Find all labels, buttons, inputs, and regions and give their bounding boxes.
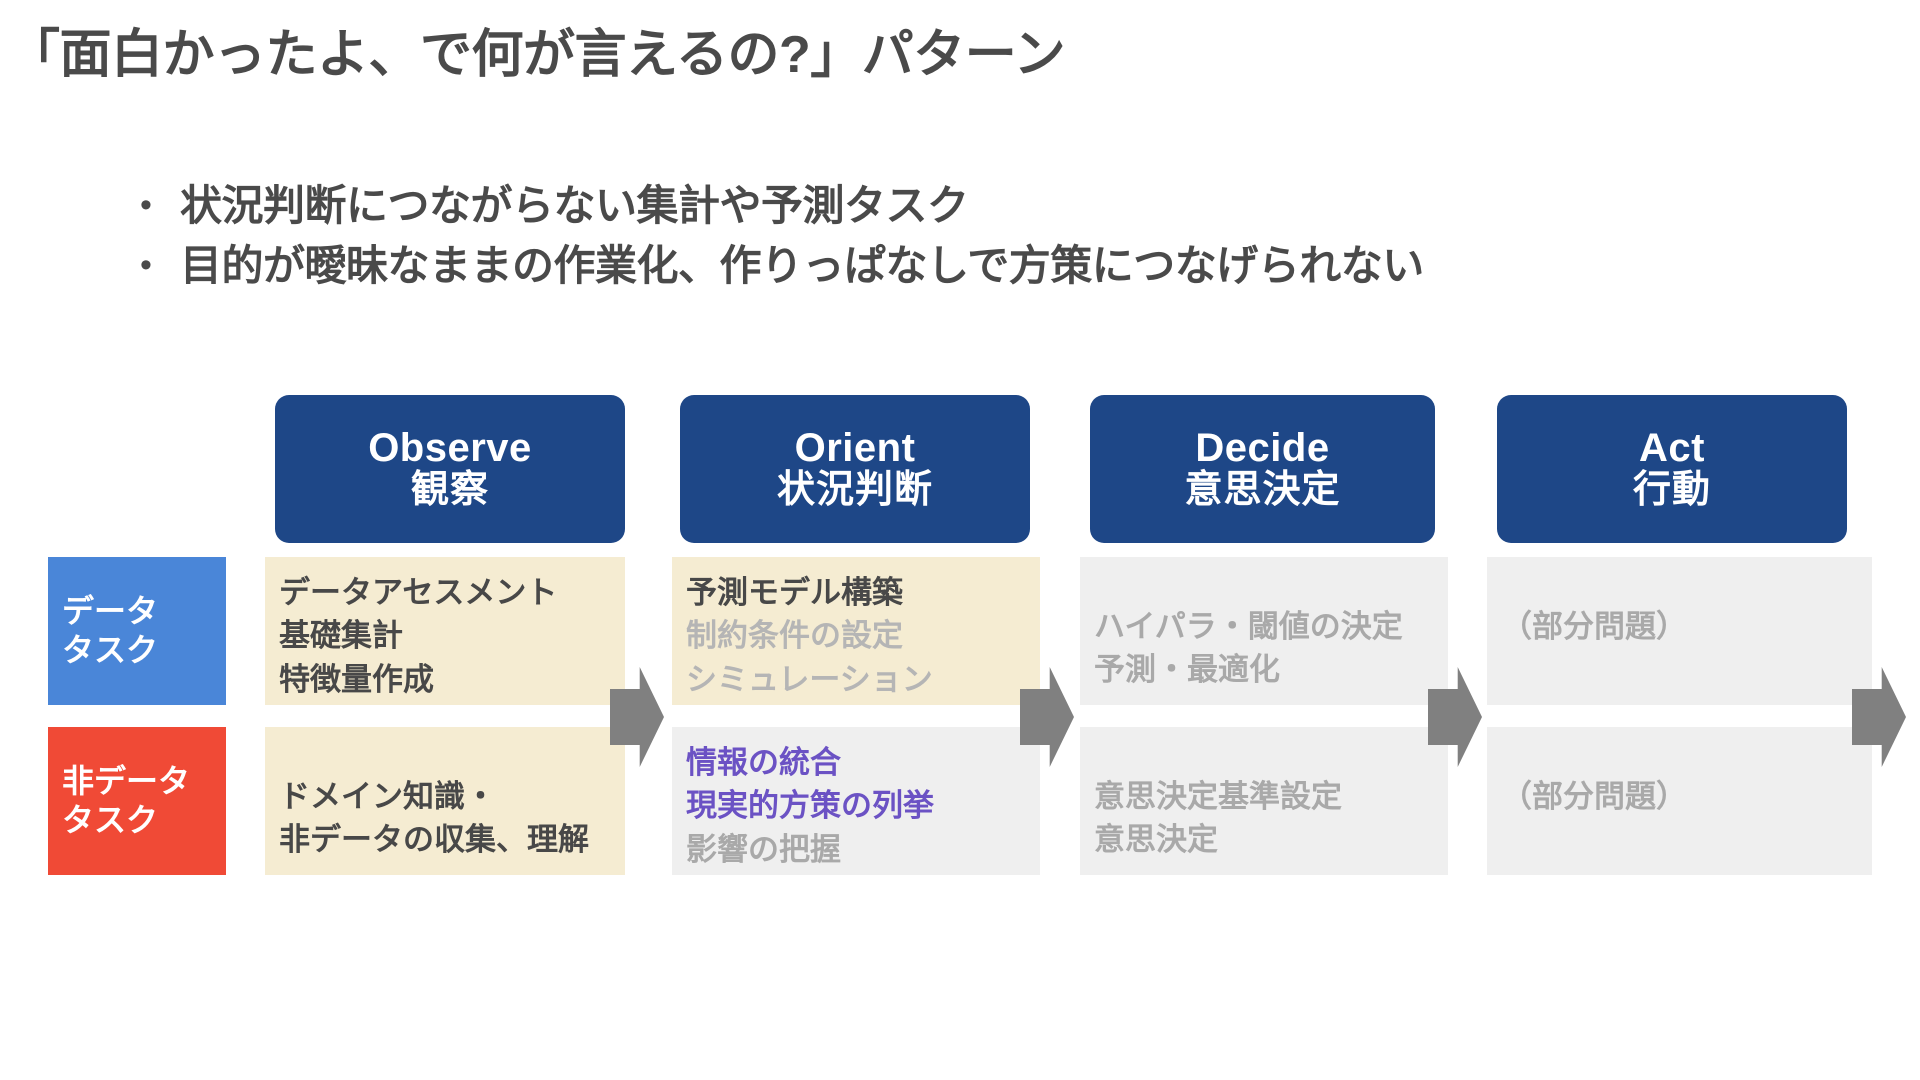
cell-data-orient: 予測モデル構築 制約条件の設定 シミュレーション — [672, 557, 1040, 705]
stage-header-orient: Orient 状況判断 — [680, 395, 1030, 543]
cell-data-observe: データアセスメント 基礎集計 特徴量作成 — [265, 557, 625, 705]
cell-line: ドメイン知識・ — [279, 779, 496, 814]
cell-line: 情報の統合 — [686, 745, 841, 780]
cell-line: （部分問題） — [1501, 779, 1687, 814]
cell-non-data-orient: 情報の統合 現実的方策の列挙 影響の把握 — [672, 727, 1040, 875]
bullet-marker-icon: • — [140, 246, 152, 284]
stage-label-ja: 状況判断 — [776, 469, 933, 512]
cell-line: 基礎集計 — [279, 618, 403, 654]
cell-data-decide: ハイパラ・閾値の決定 予測・最適化 — [1080, 557, 1448, 705]
ooda-header-row: Observe 観察 Orient 状況判断 Decide 意思決定 Act 行… — [0, 395, 1920, 543]
row-label-line2: タスク — [62, 632, 159, 668]
bullet-list: • 状況判断につながらない集計や予測タスク • 目的が曖昧なままの作業化、作りっ… — [140, 180, 1424, 300]
list-item: • 目的が曖昧なままの作業化、作りっぱなしで方策につなげられない — [140, 240, 1424, 292]
cell-non-data-decide: 意思決定基準設定 意思決定 — [1080, 727, 1448, 875]
stage-header-observe: Observe 観察 — [275, 395, 625, 543]
list-item: • 状況判断につながらない集計や予測タスク — [140, 180, 1424, 232]
bullet-text: 目的が曖昧なままの作業化、作りっぱなしで方策につなげられない — [180, 242, 1424, 289]
stage-label-en: Act — [1639, 425, 1705, 470]
cell-line: 非データの収集、理解 — [279, 822, 589, 858]
cell-line: データアセスメント — [279, 575, 558, 610]
stage-header-decide: Decide 意思決定 — [1090, 395, 1435, 543]
cell-line: 影響の把握 — [686, 831, 841, 867]
stage-label-en: Observe — [368, 425, 532, 470]
stage-label-ja: 行動 — [1632, 469, 1711, 512]
cell-line: 予測モデル構築 — [686, 575, 903, 610]
stage-label-ja: 意思決定 — [1184, 469, 1341, 512]
stage-label-en: Orient — [794, 425, 916, 470]
page-title: 「面白かったよ、で何が言えるの?」パターン — [8, 26, 1066, 84]
cell-data-act: （部分問題） — [1487, 557, 1872, 705]
cell-line: 特徴量作成 — [279, 661, 434, 697]
cell-non-data-act: （部分問題） — [1487, 727, 1872, 875]
cell-line: 現実的方策の列挙 — [686, 788, 934, 824]
stage-label-en: Decide — [1195, 425, 1330, 470]
cell-non-data-observe: ドメイン知識・ 非データの収集、理解 — [265, 727, 625, 875]
cell-line: ハイパラ・閾値の決定 — [1094, 609, 1403, 644]
bullet-text: 状況判断につながらない集計や予測タスク — [180, 182, 969, 229]
cell-line: 意思決定基準設定 — [1094, 779, 1342, 814]
cell-line: シミュレーション — [686, 661, 933, 697]
row-label-non-data-task: 非データ タスク — [48, 727, 226, 875]
row-label-line2: タスク — [62, 802, 159, 838]
cell-line: 制約条件の設定 — [686, 618, 903, 654]
cell-line: 意思決定 — [1094, 822, 1218, 858]
cell-line: （部分問題） — [1501, 609, 1687, 644]
stage-header-act: Act 行動 — [1497, 395, 1847, 543]
cell-line: 予測・最適化 — [1094, 652, 1280, 688]
ooda-matrix: Observe 観察 Orient 状況判断 Decide 意思決定 Act 行… — [0, 395, 1920, 877]
stage-label-ja: 観察 — [410, 469, 489, 512]
bullet-marker-icon: • — [140, 186, 152, 224]
row-label-data-task: データ タスク — [48, 557, 226, 705]
ooda-body: データ タスク 非データ タスク データアセスメント 基礎集計 特徴量作成 予測… — [0, 557, 1920, 877]
row-label-line1: 非データ — [62, 762, 191, 799]
row-label-line1: データ — [62, 592, 159, 629]
